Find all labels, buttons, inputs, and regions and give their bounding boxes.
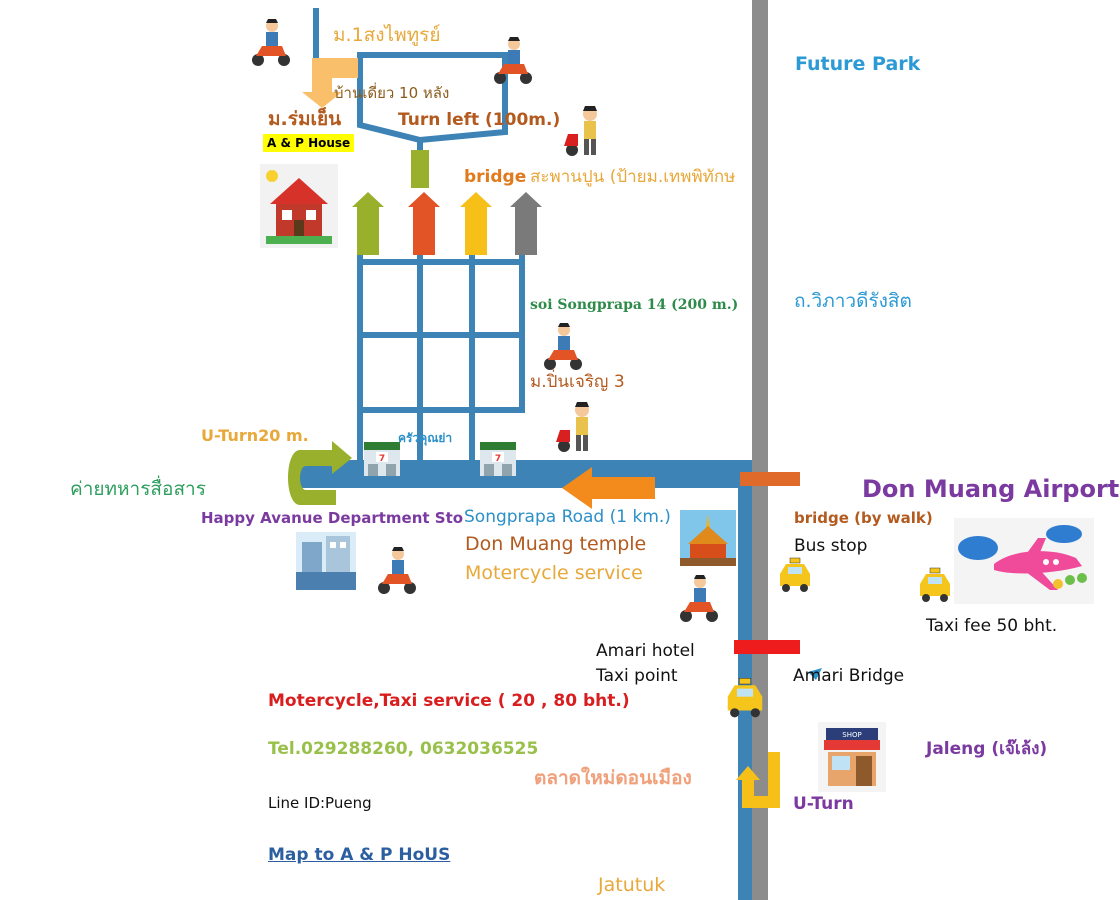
- label-happy-avenue: Happy Avanue Department Stor: [201, 509, 471, 527]
- house-icon: [260, 164, 338, 248]
- svg-text:7: 7: [495, 454, 501, 464]
- label-turn-left: Turn left (100m.): [398, 110, 561, 130]
- label-village-saengphaithun: ม.1สงไพทูรย์: [333, 24, 441, 46]
- person-with-scooter-icon: [564, 106, 597, 156]
- label-new-market: ตลาดใหม่ดอนเมือง: [534, 767, 692, 789]
- label-krua-khunya: ครัวคุณย่า: [398, 431, 453, 445]
- label-bridge: bridge: [464, 167, 527, 187]
- label-don-muang-temple: Don Muang temple: [465, 533, 647, 555]
- scooter-rider-icon: [544, 323, 582, 370]
- label-amari-bridge: Amari Bridge: [793, 666, 905, 686]
- uturn-arrow-yellow: [736, 752, 780, 808]
- shop-icon: SHOP: [818, 722, 886, 792]
- label-single-house-10: บ้านเดี่ยว 10 หลัง: [334, 84, 450, 102]
- ap-house-badge: A & P House: [263, 134, 355, 152]
- label-uturn-20m: U-Turn20 m.: [201, 426, 309, 445]
- scooter-rider-icon: [252, 19, 290, 66]
- label-village-romyen: ม.ร่มเย็น: [268, 108, 342, 130]
- arrow-up-yellow: [460, 192, 492, 255]
- taxi-icon: [780, 557, 810, 592]
- uturn-arrow-olive: [288, 441, 352, 505]
- department-store-icon: [296, 532, 356, 590]
- label-bus-stop: Bus stop: [794, 536, 868, 556]
- label-soi-songprapa: soi Songprapa 14 (200 m.): [530, 297, 739, 313]
- convenience-store-icon: 7: [364, 442, 400, 476]
- svg-text:SHOP: SHOP: [842, 731, 861, 739]
- map-title: Map to A & P HoUS: [268, 845, 451, 865]
- label-motorcycle-service: Motercycle service: [465, 562, 643, 584]
- temple-icon: [680, 510, 736, 566]
- soi-grid: [357, 230, 525, 462]
- convenience-store-icon: 7: [480, 442, 516, 476]
- label-taxi-fee: Taxi fee 50 bht.: [926, 616, 1058, 636]
- direction-arrows: [352, 192, 542, 255]
- label-future-park: Future Park: [795, 53, 921, 75]
- label-jatutuk: Jatutuk: [598, 874, 666, 896]
- amari-bridge-pointer: [808, 668, 822, 680]
- arrow-turn-down: [302, 58, 358, 108]
- label-amari-hotel: Amari hotel: [596, 641, 695, 661]
- label-village-pinjaroen: ม.ปิ่นเจริญ 3: [530, 372, 625, 392]
- label-jaleng: Jaleng (เจ๊เล้ง): [926, 739, 1048, 759]
- highway-road: [752, 0, 768, 900]
- taxi-icon: [727, 678, 763, 718]
- arrow-up-olive: [352, 192, 384, 255]
- bridge-by-walk: [740, 472, 800, 486]
- label-vibhavadi-road: ถ.วิภาวดีรังสิต: [794, 290, 912, 312]
- label-line-id: Line ID:Pueng: [268, 794, 372, 812]
- label-telephone: Tel.029288260, 0632036525: [268, 739, 539, 759]
- label-don-muang-airport: Don Muang Airport: [862, 475, 1120, 503]
- taxi-icon: [920, 567, 950, 602]
- label-uturn: U-Turn: [793, 794, 854, 814]
- scooter-rider-icon: [680, 575, 718, 622]
- label-moto-taxi-service: Motercycle,Taxi service ( 20 , 80 bht.): [268, 691, 630, 711]
- arrow-up-red: [408, 192, 440, 255]
- olive-connector: [411, 150, 429, 188]
- scooter-rider-icon: [378, 547, 416, 594]
- arrow-up-gray: [510, 192, 542, 255]
- person-with-scooter-icon: [556, 402, 589, 452]
- amari-bridge-marker: [734, 640, 800, 654]
- label-songprapa-road: Songprapa Road (1 km.): [464, 507, 671, 527]
- svg-text:7: 7: [379, 454, 385, 464]
- airplane-icon: [954, 518, 1094, 604]
- scooter-rider-icon: [494, 37, 532, 84]
- label-taxi-point: Taxi point: [596, 666, 678, 686]
- arrow-left-orange: [562, 467, 655, 509]
- label-bridge-by-walk: bridge (by walk): [794, 509, 933, 527]
- label-concrete-bridge: สะพานปูน (ป้ายม.เทพพิทักษ: [530, 167, 736, 187]
- label-army-camp: ค่ายทหารสื่อสาร: [70, 478, 206, 500]
